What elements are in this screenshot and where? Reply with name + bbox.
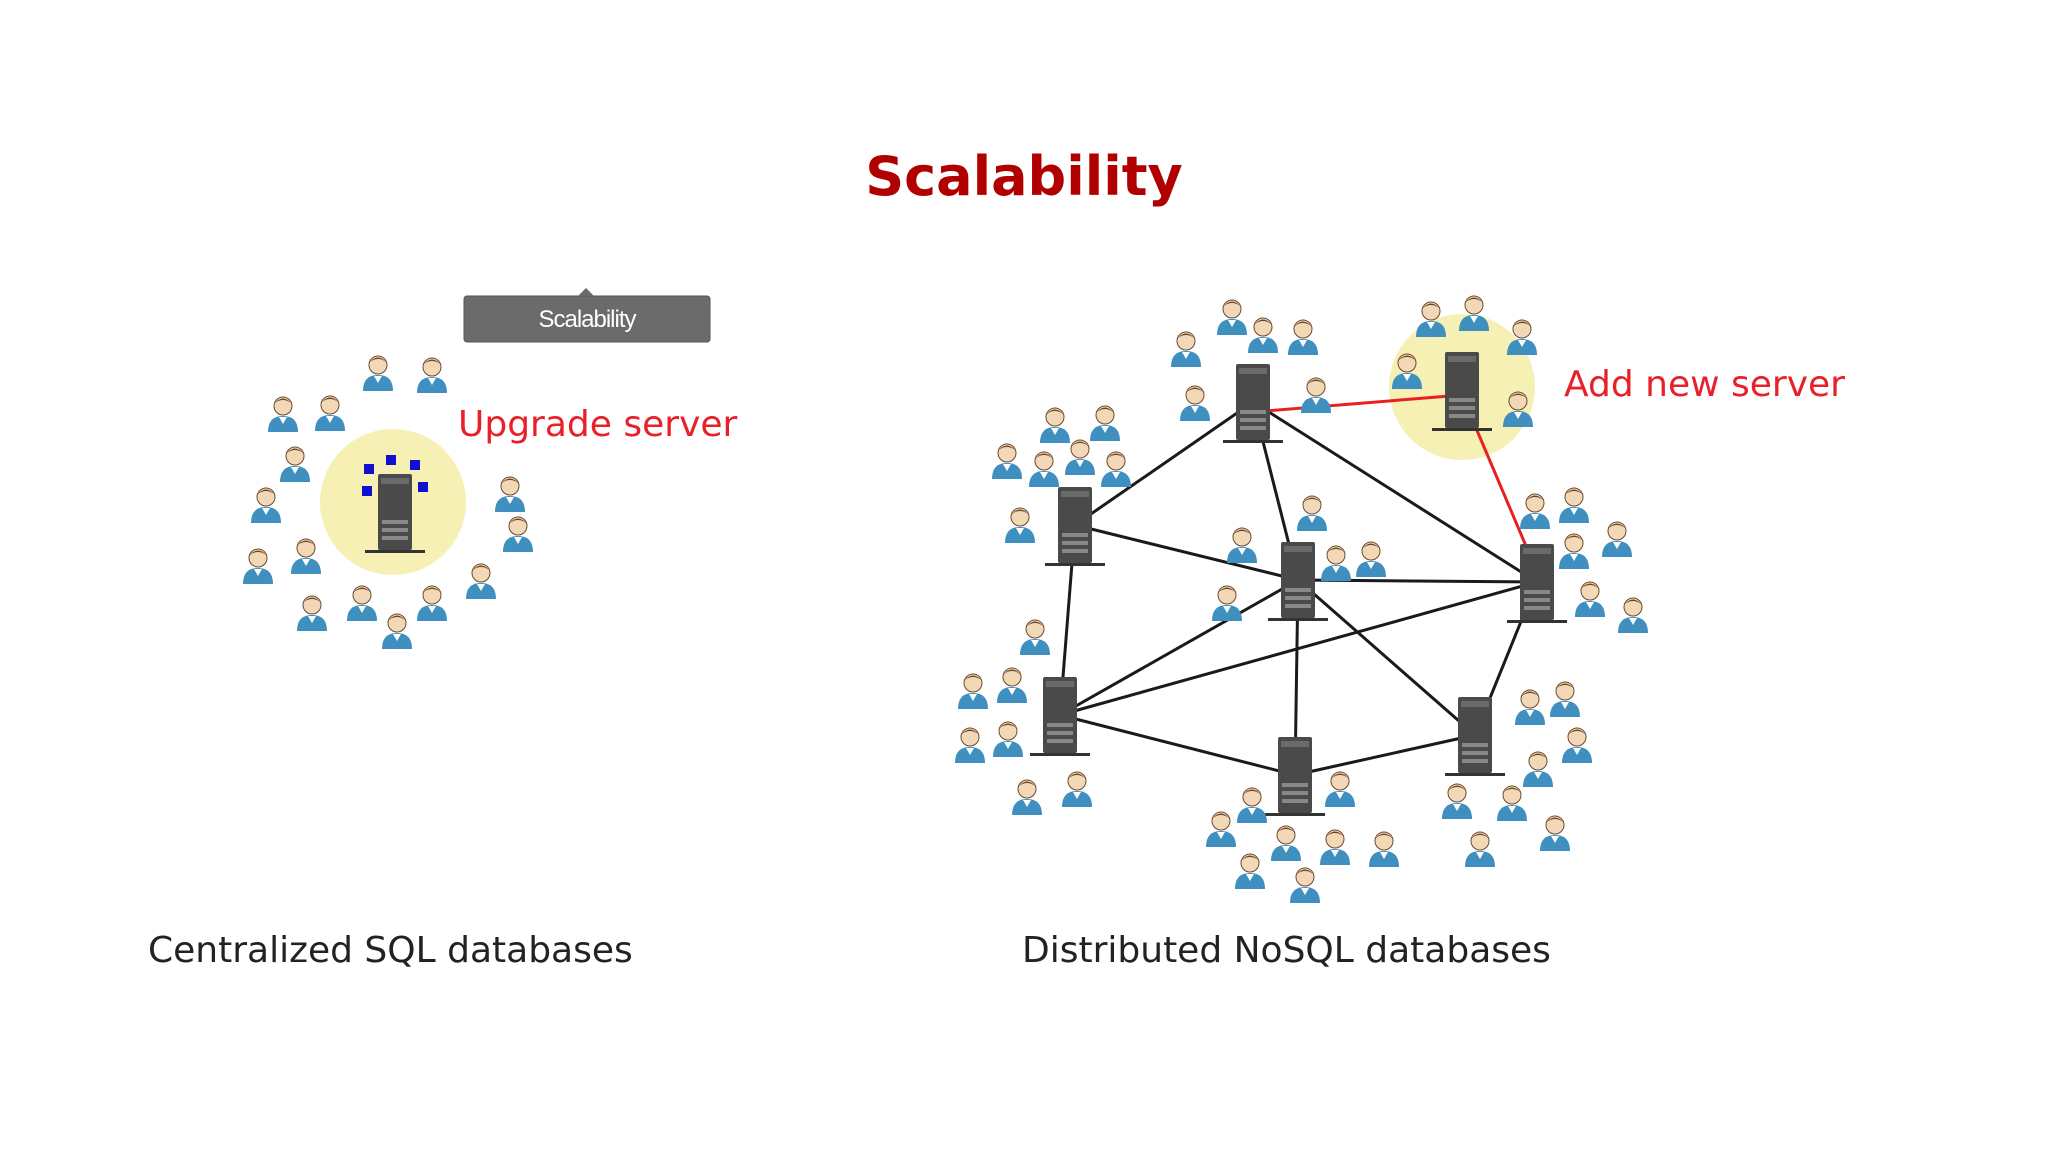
user-icon: [296, 595, 328, 632]
user-icon: [1300, 377, 1332, 414]
user-icon: [1514, 689, 1546, 726]
user-icon: [416, 357, 448, 394]
user-icon: [1064, 439, 1096, 476]
user-icon: [1234, 853, 1266, 890]
user-icon: [1574, 581, 1606, 618]
upgrade-indicator-icon: [362, 455, 428, 496]
user-icon: [992, 721, 1024, 758]
user-icon: [1270, 825, 1302, 862]
user-icon: [957, 673, 989, 710]
user-icon: [267, 396, 299, 433]
user-icon: [954, 727, 986, 764]
user-icon: [1368, 831, 1400, 868]
server-icon: [1445, 697, 1505, 776]
user-icon: [1464, 831, 1496, 868]
user-icon: [416, 585, 448, 622]
user-icon: [1247, 317, 1279, 354]
user-icon: [1061, 771, 1093, 808]
user-icon: [1558, 487, 1590, 524]
user-icon: [1205, 811, 1237, 848]
user-icon: [1170, 331, 1202, 368]
user-icon: [1519, 493, 1551, 530]
user-icon: [1355, 541, 1387, 578]
user-icon: [362, 355, 394, 392]
distributed-caption: Distributed NoSQL databases: [1022, 930, 1551, 971]
user-icon: [1004, 507, 1036, 544]
user-icon: [279, 446, 311, 483]
user-icon: [1617, 597, 1649, 634]
user-icon: [996, 667, 1028, 704]
server-icon: [1030, 677, 1090, 756]
user-icon: [1320, 545, 1352, 582]
user-icon: [1549, 681, 1581, 718]
add-new-server-label: Add new server: [1564, 364, 1845, 405]
user-icon: [290, 538, 322, 575]
user-icon: [1028, 451, 1060, 488]
user-icon: [381, 613, 413, 650]
user-icon: [1558, 533, 1590, 570]
user-icon: [1496, 785, 1528, 822]
user-icon: [1089, 405, 1121, 442]
user-icon: [1319, 829, 1351, 866]
user-icon: [1211, 585, 1243, 622]
user-icon: [1287, 319, 1319, 356]
user-icon: [1522, 751, 1554, 788]
user-icon: [502, 516, 534, 553]
user-icon: [346, 585, 378, 622]
user-icon: [1179, 385, 1211, 422]
user-icon: [1324, 771, 1356, 808]
user-icon: [1539, 815, 1571, 852]
user-icon: [1216, 299, 1248, 336]
user-icon: [1296, 495, 1328, 532]
user-icon: [1561, 727, 1593, 764]
user-icon: [1011, 779, 1043, 816]
centralized-caption: Centralized SQL databases: [148, 930, 633, 971]
tooltip: Scalability: [463, 288, 711, 343]
user-icon: [991, 443, 1023, 480]
user-icon: [465, 563, 497, 600]
server-icon: [1507, 544, 1567, 623]
user-icon: [242, 548, 274, 585]
user-icon: [1441, 783, 1473, 820]
user-icon: [1458, 295, 1490, 332]
tooltip-label: Scalability: [538, 306, 636, 333]
server-icon: [1045, 487, 1105, 566]
user-icon: [1019, 619, 1051, 656]
user-icon: [1601, 521, 1633, 558]
user-icon: [1289, 867, 1321, 904]
centralized-cluster: [242, 355, 534, 650]
user-icon: [250, 487, 282, 524]
upgrade-server-label: Upgrade server: [458, 404, 738, 445]
slide-title: Scalability: [865, 145, 1183, 208]
server-icon: [1223, 364, 1283, 443]
user-icon: [494, 476, 526, 513]
user-icon: [1236, 787, 1268, 824]
user-icon: [1100, 451, 1132, 488]
distributed-cluster: [954, 295, 1649, 904]
user-icon: [314, 395, 346, 432]
user-icon: [1226, 527, 1258, 564]
server-icon: [1265, 737, 1325, 816]
user-icon: [1039, 407, 1071, 444]
